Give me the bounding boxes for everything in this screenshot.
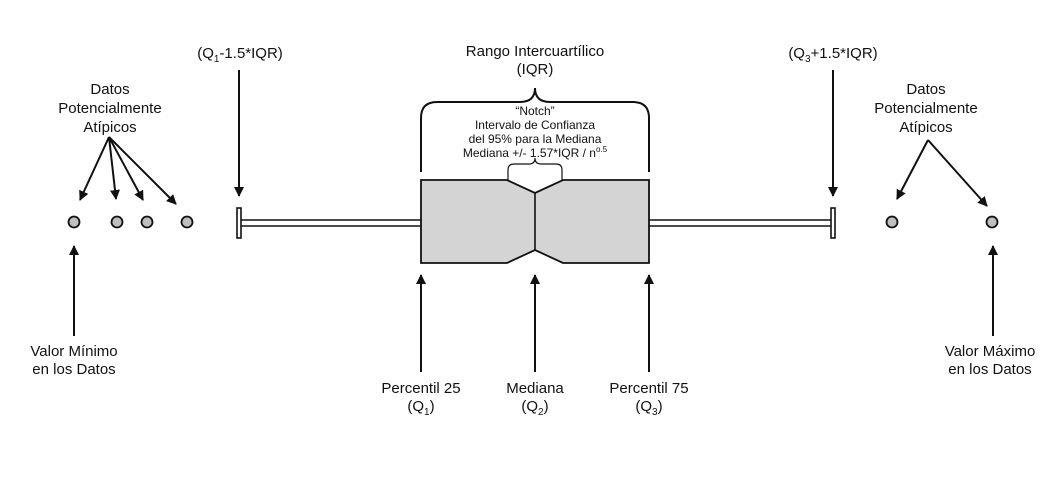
outliers-right-label: Datos Potencialmente Atípicos — [874, 81, 978, 136]
outliers-left-label: Datos Potencialmente Atípicos — [58, 81, 162, 136]
median-label: Mediana (Q2) — [506, 380, 564, 418]
max-value-label: Valor Máximo en los Datos — [944, 343, 1036, 378]
outlier-point — [140, 215, 154, 229]
outlier-point — [985, 215, 999, 229]
iqr-brace — [420, 87, 650, 172]
right-whisker — [649, 207, 836, 239]
q1-label: Percentil 25 (Q1) — [381, 380, 461, 418]
notch-brace — [507, 157, 563, 180]
left-whisker — [236, 207, 421, 239]
q3-label: Percentil 75 (Q3) — [609, 380, 689, 418]
min-value-label: Valor Mínimo en los Datos — [30, 343, 118, 378]
iqr-title: Rango Intercuartílico (IQR) — [465, 43, 605, 78]
outlier-points — [67, 215, 999, 229]
outlier-point — [67, 215, 81, 229]
outlier-point — [180, 215, 194, 229]
outlier-point — [885, 215, 899, 229]
right-outlier-arrows — [896, 139, 988, 207]
left-outlier-arrows — [79, 136, 177, 205]
whisker-low-label: (Q1-1.5*IQR) — [197, 45, 283, 65]
outlier-point — [110, 215, 124, 229]
whisker-high-label: (Q3+1.5*IQR) — [788, 45, 878, 65]
notch-description: “Notch” Intervalo de Confianza del 95% p… — [462, 104, 608, 160]
